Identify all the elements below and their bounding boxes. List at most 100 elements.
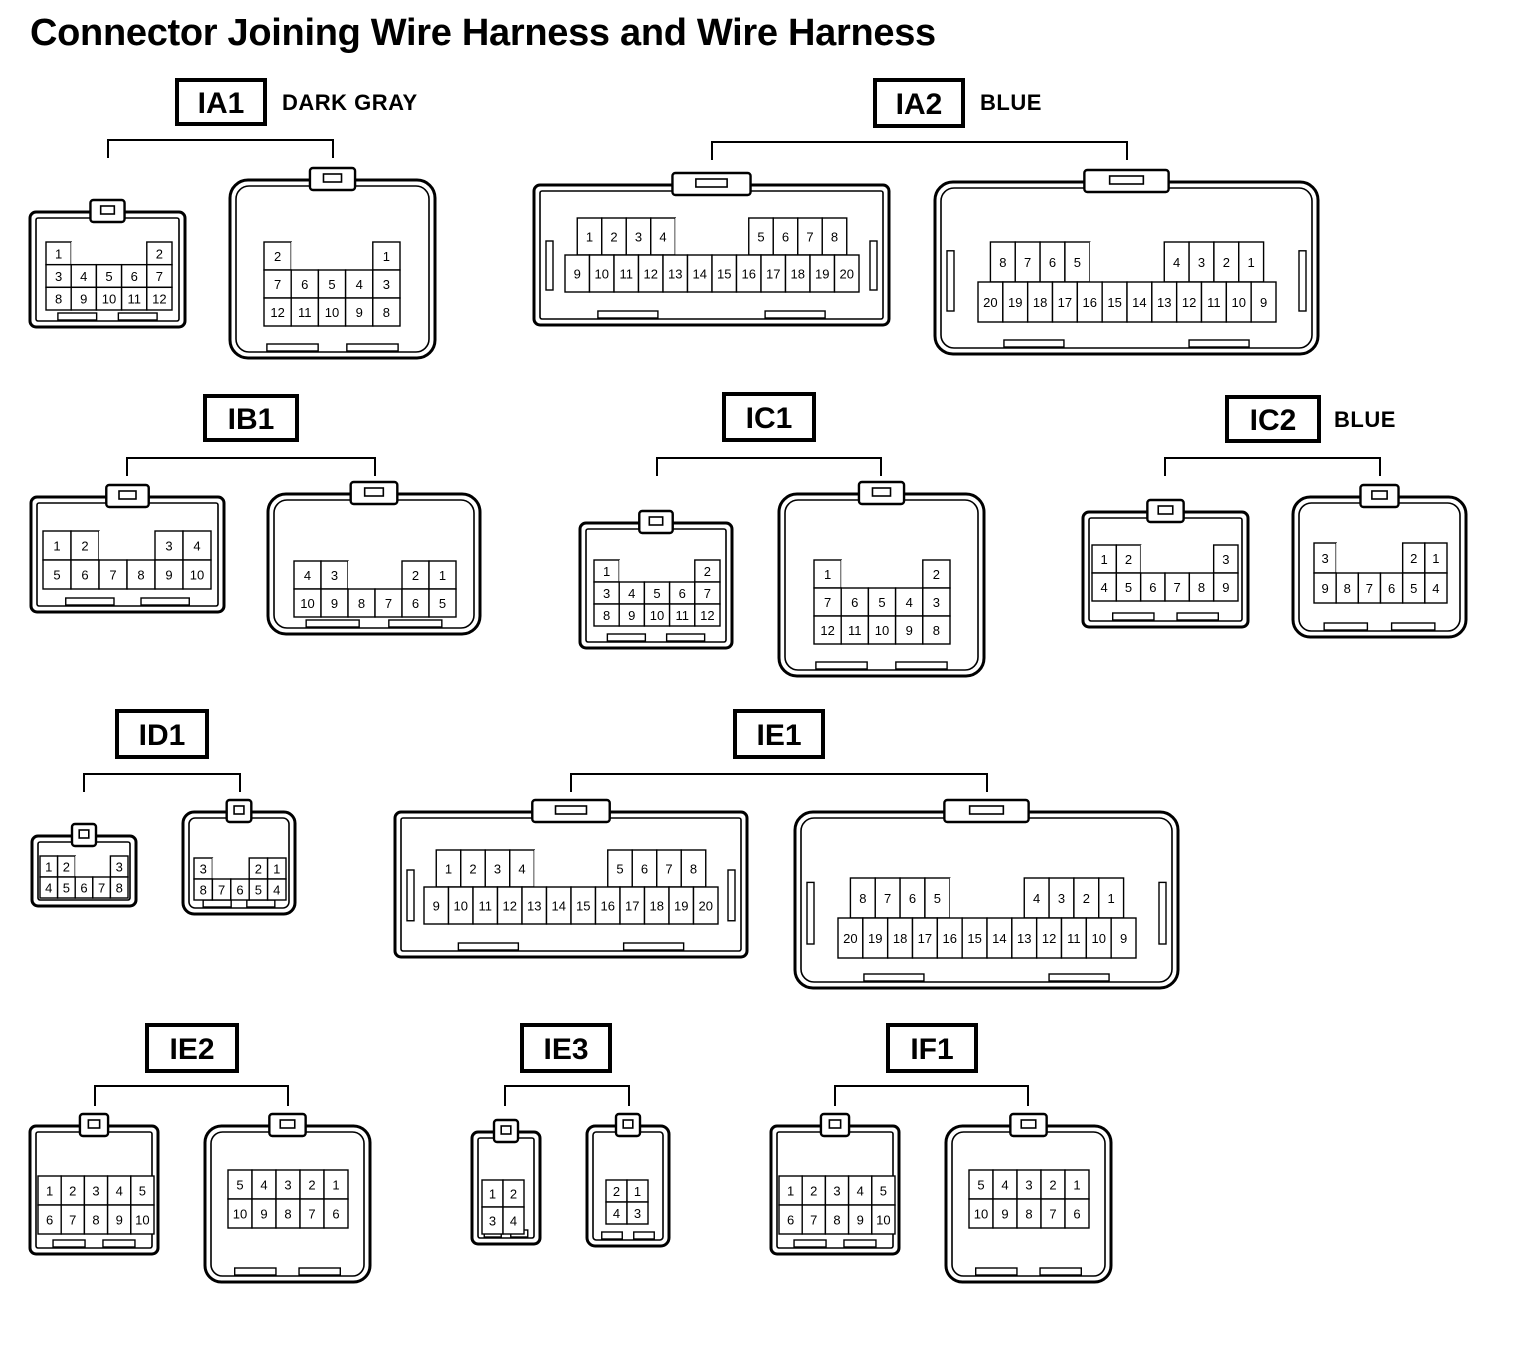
pin-number: 7 bbox=[308, 1207, 315, 1222]
connector-latch-tab bbox=[78, 829, 90, 839]
connector-key bbox=[843, 1239, 877, 1248]
connector-key bbox=[1039, 1267, 1083, 1276]
pin-number: 1 bbox=[439, 568, 446, 583]
pin-number: 3 bbox=[331, 568, 338, 583]
connector-key bbox=[1323, 622, 1369, 631]
pin-gap bbox=[291, 242, 319, 270]
pin-number: 17 bbox=[918, 931, 932, 946]
pin-number: 4 bbox=[906, 595, 913, 610]
pin-gap bbox=[534, 850, 559, 887]
pin-number: 12 bbox=[1182, 295, 1196, 310]
pin-cell bbox=[1011, 917, 1038, 959]
pin-number: 9 bbox=[356, 305, 363, 320]
pin-number: 1 bbox=[273, 862, 280, 877]
connector-guide-slot bbox=[806, 881, 815, 945]
pin-number: 2 bbox=[469, 862, 476, 877]
pin-cell bbox=[1225, 281, 1252, 323]
connector-latch-tab bbox=[322, 173, 343, 183]
pin-number: 5 bbox=[53, 568, 60, 583]
pin-number: 1 bbox=[45, 860, 52, 875]
pin-number: 6 bbox=[131, 269, 138, 284]
connector-bracket bbox=[504, 1085, 630, 1106]
pin-number: 4 bbox=[1033, 891, 1040, 906]
pin-number: 16 bbox=[742, 267, 756, 282]
connector-key bbox=[815, 661, 868, 670]
pin-number: 2 bbox=[69, 1184, 76, 1199]
pin-gap bbox=[348, 561, 375, 589]
pin-cell bbox=[182, 530, 212, 561]
pin-number: 5 bbox=[616, 862, 623, 877]
pin-gap bbox=[868, 560, 896, 588]
pin-cell bbox=[626, 1201, 649, 1225]
connector-key bbox=[65, 597, 115, 606]
pin-cell bbox=[126, 559, 156, 590]
pin-number: 16 bbox=[943, 931, 957, 946]
pin-gap bbox=[999, 878, 1025, 918]
connector-latch-tab bbox=[1020, 1119, 1037, 1129]
pin-number: 7 bbox=[806, 230, 813, 245]
pin-number: 1 bbox=[1101, 552, 1108, 567]
pin-cell bbox=[1110, 917, 1137, 959]
connector-code: IC1 bbox=[746, 402, 793, 435]
pin-cell bbox=[109, 876, 129, 899]
pin-number: 5 bbox=[757, 230, 764, 245]
pin-cell bbox=[1175, 281, 1203, 323]
pin-number: 2 bbox=[610, 230, 617, 245]
pin-cell bbox=[631, 849, 658, 888]
pin-number: 1 bbox=[55, 246, 62, 261]
connector-bracket bbox=[83, 773, 241, 792]
pin-cell bbox=[619, 886, 646, 925]
pin-cell bbox=[1016, 1198, 1042, 1229]
pin-cell bbox=[1250, 281, 1277, 323]
pin-cell bbox=[1064, 241, 1091, 283]
pin-number: 6 bbox=[851, 595, 858, 610]
pin-number: 3 bbox=[603, 586, 610, 601]
pin-number: 4 bbox=[356, 277, 363, 292]
pin-cell bbox=[1115, 544, 1142, 574]
pin-number: 10 bbox=[135, 1213, 149, 1228]
pin-number: 1 bbox=[1248, 255, 1255, 270]
pin-number: 8 bbox=[933, 623, 940, 638]
pin-number: 1 bbox=[383, 249, 390, 264]
pin-number: 12 bbox=[644, 267, 658, 282]
pin-number: 19 bbox=[868, 931, 882, 946]
pin-number: 16 bbox=[601, 899, 615, 914]
pin-number: 2 bbox=[274, 249, 281, 264]
pin-gap bbox=[1189, 545, 1214, 573]
pin-cell bbox=[323, 1198, 349, 1229]
pin-number: 12 bbox=[503, 899, 517, 914]
connector-latch-tab bbox=[279, 1119, 296, 1129]
pin-cell bbox=[924, 877, 951, 919]
connector-guide-slot bbox=[946, 250, 955, 312]
pin-number: 8 bbox=[690, 862, 697, 877]
pin-number: 3 bbox=[1198, 255, 1205, 270]
pin-number: 18 bbox=[1033, 295, 1047, 310]
connector-key bbox=[1048, 973, 1110, 982]
pin-number: 5 bbox=[934, 891, 941, 906]
connector-bracket bbox=[656, 457, 882, 476]
connector-bracket bbox=[570, 773, 988, 792]
pin-number: 10 bbox=[454, 899, 468, 914]
pin-number: 5 bbox=[878, 595, 885, 610]
pin-number: 2 bbox=[1125, 552, 1132, 567]
pin-cell bbox=[643, 886, 670, 925]
pin-number: 4 bbox=[1001, 1178, 1008, 1193]
connector-label-box bbox=[203, 394, 299, 442]
pin-number: 5 bbox=[977, 1178, 984, 1193]
pin-number: 4 bbox=[304, 568, 311, 583]
pin-number: 20 bbox=[699, 899, 713, 914]
pin-cell bbox=[837, 917, 864, 959]
connector-label-box bbox=[175, 78, 267, 126]
pin-number: 3 bbox=[1222, 552, 1229, 567]
pin-number: 7 bbox=[704, 586, 711, 601]
pin-number: 11 bbox=[675, 608, 689, 623]
pin-number: 3 bbox=[634, 1206, 641, 1221]
pin-number: 7 bbox=[1366, 581, 1373, 596]
